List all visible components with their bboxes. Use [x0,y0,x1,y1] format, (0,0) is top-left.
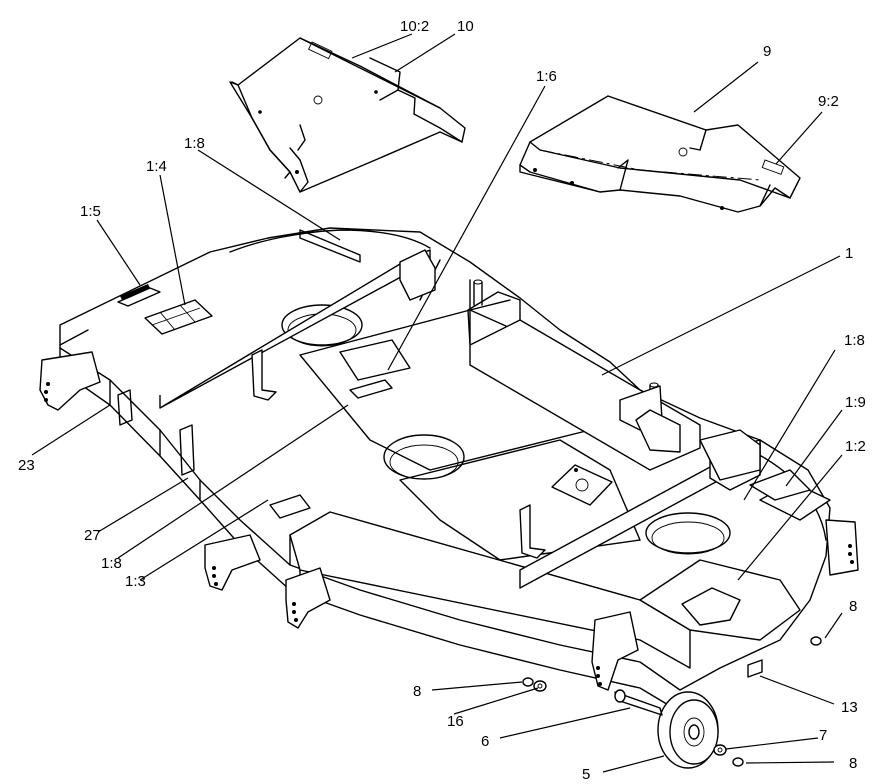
decals [117,284,811,519]
callout-10: 10 [457,18,474,35]
callout-8-right: 8 [849,598,857,615]
callout-9-2: 9:2 [818,93,839,110]
callout-1-5: 1:5 [80,203,101,220]
callout-6: 6 [481,733,489,750]
callout-1-8-top: 1:8 [184,135,205,152]
leader-lines [31,33,843,773]
callout-1-9: 1:9 [845,394,866,411]
callout-1-8-bottom: 1:8 [101,555,122,572]
callout-7: 7 [819,727,827,744]
callout-8-left: 8 [413,683,421,700]
deck-frame [159,229,761,589]
deflector-part-9 [519,95,801,213]
callout-1-4: 1:4 [146,158,167,175]
callout-1-2: 1:2 [845,438,866,455]
callout-13: 13 [841,699,858,716]
callout-5: 5 [582,766,590,783]
callout-23: 23 [18,457,35,474]
callout-1-8-right: 1:8 [844,332,865,349]
callout-1: 1 [845,245,853,262]
deflector-part-10 [229,37,466,193]
mower-deck-housing [59,227,831,713]
callout-labels: 10:2 10 1:6 9 9:2 1:8 1:4 1:5 1 1:8 1:9 … [18,18,866,783]
callout-10-2: 10:2 [400,18,429,35]
callout-9: 9 [763,43,771,60]
caster-wheel-assembly [522,636,822,769]
left-side-hangers [39,329,859,691]
callout-16: 16 [447,713,464,730]
callout-1-6: 1:6 [536,68,557,85]
callout-27: 27 [84,527,101,544]
callout-8-bottom: 8 [849,755,857,772]
callout-1-3: 1:3 [125,573,146,590]
